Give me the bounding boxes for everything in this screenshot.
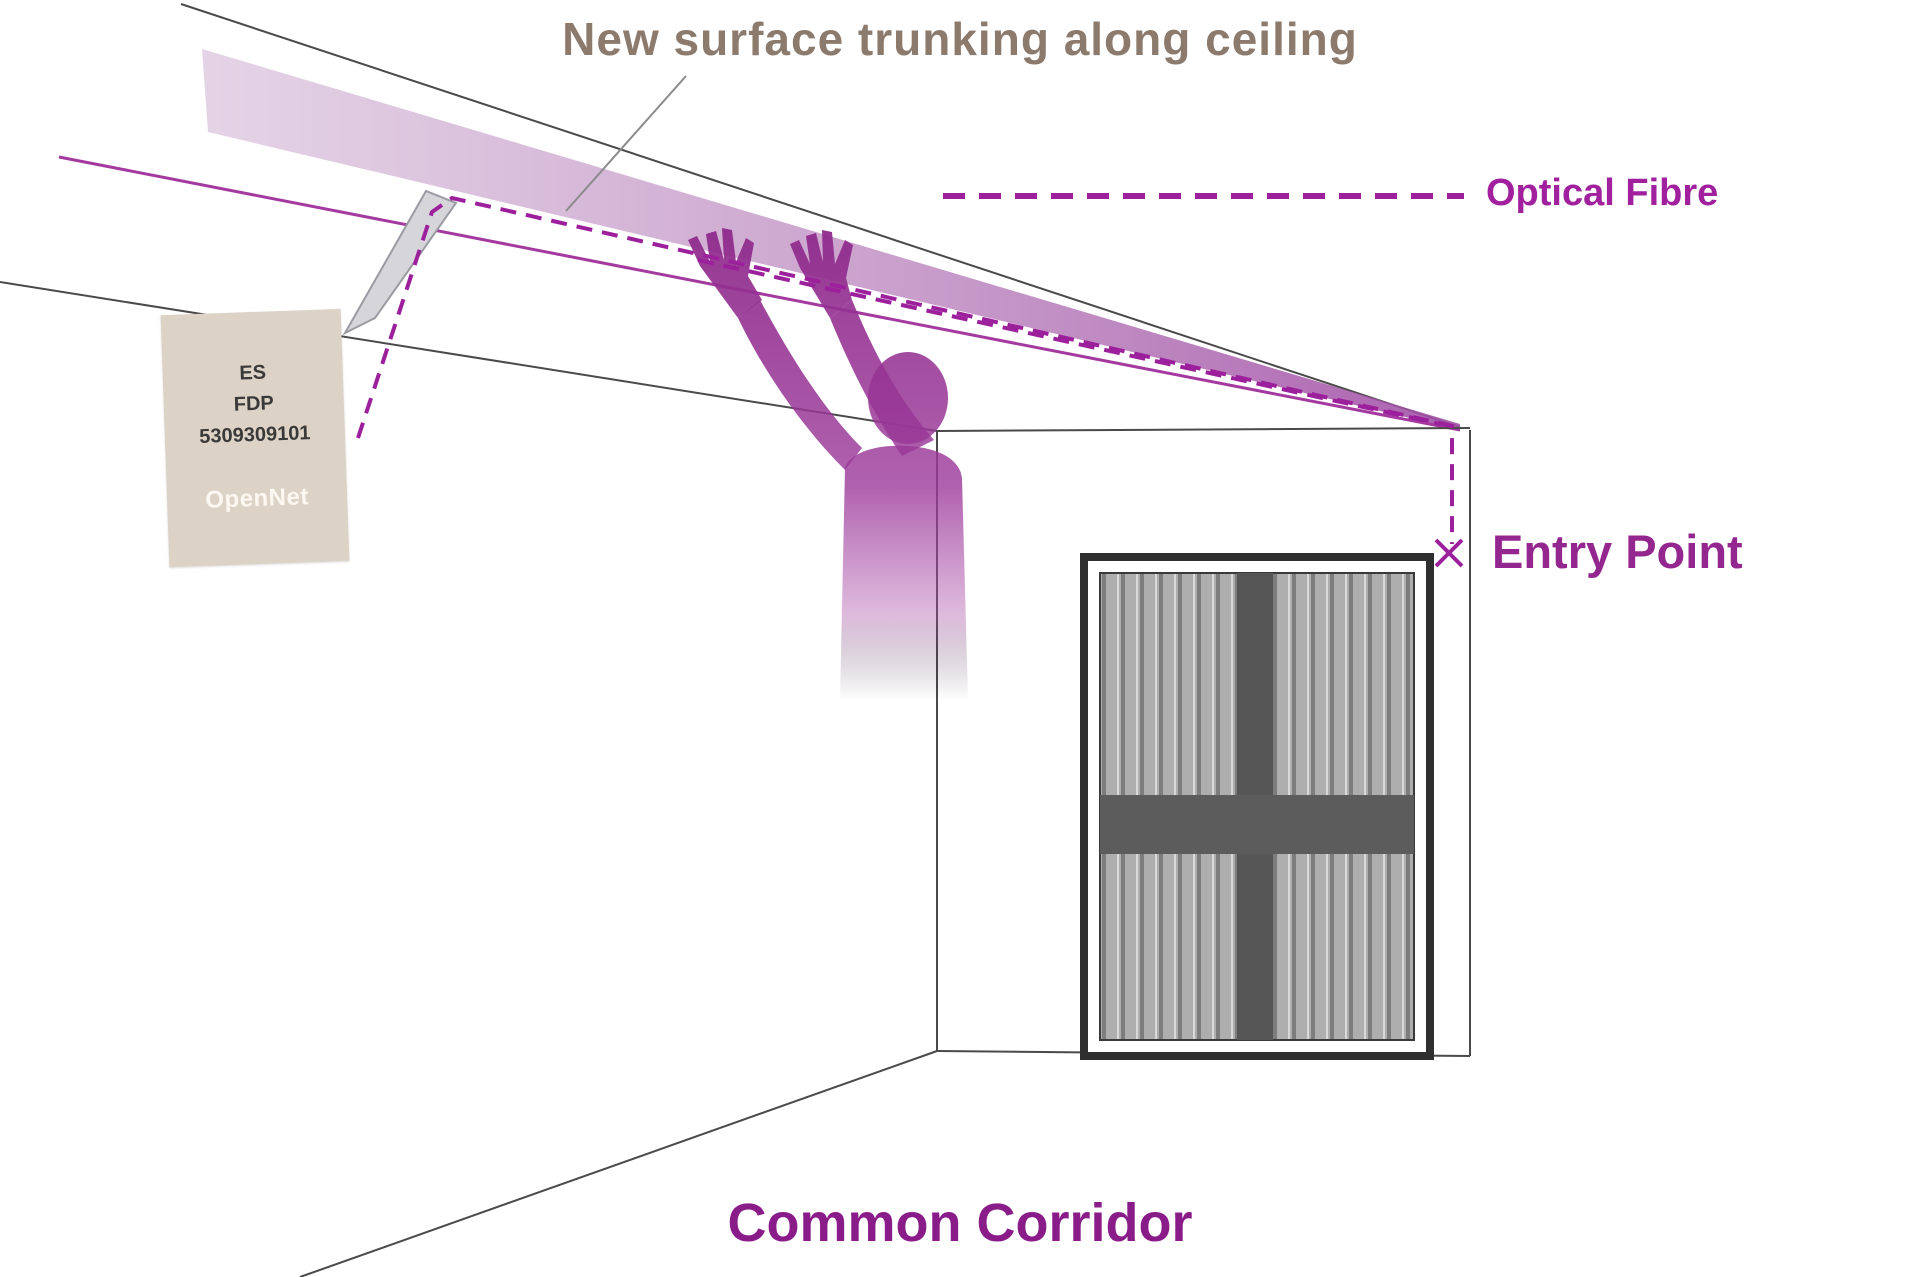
diagram-title: New surface trunking along ceiling [562, 13, 1358, 65]
title-pointer-line [565, 75, 687, 212]
fdp-distribution-box: ES FDP 5309309101 OpenNet [160, 308, 350, 568]
person-left-hand [688, 228, 762, 318]
entry-point-label: Entry Point [1492, 525, 1743, 578]
fdp-line3: 5309309101 [198, 422, 311, 448]
corridor-floor-edge [299, 1050, 938, 1277]
person-left-arm [738, 300, 862, 470]
ceiling-top-edge-line [180, 3, 1461, 428]
person-right-hand [790, 230, 853, 318]
optical-fibre-route-dashed [356, 195, 1454, 544]
back-wall-top-edge [936, 427, 1471, 432]
trunking-lower-edge-line [58, 155, 1461, 432]
installer-person-silhouette [688, 228, 968, 700]
optical-fibre-route-dashed-2 [697, 258, 1441, 426]
common-corridor-label: Common Corridor [727, 1193, 1193, 1253]
left-ceiling-wall-edge [0, 281, 938, 432]
person-head [868, 352, 948, 444]
person-torso [840, 445, 968, 700]
corridor-gate [1080, 553, 1434, 1060]
entry-point-x-icon [1434, 538, 1464, 568]
fdp-box-text: ES FDP 5309309101 [162, 355, 345, 454]
gate-middle-rail [1100, 795, 1414, 854]
optical-fibre-label: Optical Fibre [1486, 172, 1719, 214]
opennet-logo: OpenNet [204, 483, 310, 514]
